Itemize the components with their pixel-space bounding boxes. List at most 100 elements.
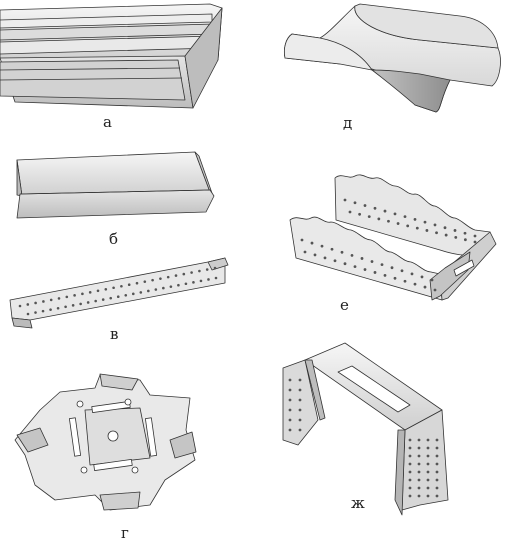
perforation-hole [423, 285, 427, 289]
perforation-hole [463, 231, 467, 235]
perforation-hole [383, 273, 387, 277]
perforation-hole [214, 276, 218, 280]
perforation-hole [71, 304, 75, 307]
profile-v [9, 257, 229, 329]
perforation-hole [298, 388, 302, 392]
perforation-hole [109, 296, 113, 300]
perforation-hole [343, 198, 347, 202]
perforation-hole [403, 215, 407, 219]
perforation-hole [323, 256, 327, 260]
perforation-hole [101, 298, 105, 301]
perforation-hole [300, 238, 304, 242]
perforation-hole [408, 478, 412, 482]
label-g: г [121, 524, 129, 542]
perforation-hole [298, 398, 302, 402]
perforation-hole [124, 293, 128, 297]
perforation-hole [473, 234, 477, 238]
perforation-hole [377, 217, 381, 221]
perforation-hole [408, 446, 412, 450]
perforation-hole [73, 294, 76, 297]
perforation-hole [433, 288, 437, 292]
perforation-hole [387, 219, 390, 223]
perforation-hole [88, 291, 92, 294]
perforation-hole [42, 300, 45, 303]
perforation-hole [348, 210, 352, 214]
perforation-hole [408, 462, 412, 466]
perforation-hole [444, 233, 448, 237]
perforation-hole [413, 217, 417, 221]
perforation-hole [34, 301, 37, 305]
perforation-hole [41, 309, 45, 313]
perforation-hole [443, 226, 447, 230]
perforation-hole [353, 201, 357, 205]
perforation-hole [423, 220, 427, 224]
perforation-hole [159, 277, 162, 280]
perforation-hole [190, 271, 193, 274]
perforation-hole [86, 301, 90, 304]
perforation-hole [298, 428, 302, 432]
perforation-hole [417, 446, 421, 450]
profile-e [289, 174, 497, 301]
perforation-hole [147, 289, 150, 293]
perforation-hole [415, 226, 419, 230]
perforation-hole [463, 238, 467, 242]
perforation-hole [363, 268, 367, 271]
perforation-hole [435, 470, 439, 474]
perforation-hole [435, 231, 438, 235]
perforation-hole [420, 275, 424, 279]
label-e: е [340, 296, 349, 314]
perforation-hole [143, 280, 147, 283]
label-b: б [109, 230, 119, 248]
profile-g [14, 373, 197, 511]
perforation-hole [373, 206, 377, 210]
perforation-hole [64, 305, 67, 309]
perforation-hole [288, 378, 292, 382]
perforation-hole [49, 298, 53, 302]
perforation-hole [417, 494, 421, 498]
perforation-hole [353, 265, 357, 269]
perforation-hole [393, 212, 397, 216]
perforation-hole [81, 292, 84, 296]
perforation-hole [116, 295, 120, 299]
perforation-hole [370, 260, 374, 263]
perforation-hole [112, 286, 115, 290]
perforation-hole [120, 284, 123, 288]
perforation-hole [435, 486, 439, 490]
perforation-hole [162, 286, 165, 290]
perforation-hole [453, 229, 457, 232]
perforation-hole [358, 212, 362, 216]
label-zh: ж [351, 494, 365, 512]
perforation-hole [408, 454, 412, 458]
perforation-hole [410, 272, 414, 276]
perforation-hole [154, 288, 158, 291]
perforation-hole [298, 408, 302, 412]
perforation-hole [184, 282, 188, 286]
perforation-hole [426, 438, 430, 442]
profile-b [16, 151, 215, 219]
perforation-hole [330, 247, 334, 251]
perforation-hole [435, 454, 439, 458]
perforation-hole [350, 253, 354, 257]
perforation-hole [26, 303, 30, 306]
perforation-hole [426, 478, 430, 482]
perforation-hole [435, 462, 439, 466]
profile-zh [282, 342, 449, 516]
perforation-hole [408, 438, 412, 442]
perforation-hole [213, 266, 217, 270]
perforation-hole [454, 235, 458, 239]
perforation-hole [198, 269, 201, 273]
perforation-hole [393, 276, 397, 280]
perforation-hole [182, 272, 186, 276]
perforation-hole [207, 278, 210, 281]
perforation-hole [135, 281, 139, 285]
perforation-hole [426, 486, 430, 490]
perforation-hole [435, 478, 439, 482]
perforation-hole [288, 398, 292, 402]
label-a: а [103, 113, 112, 131]
perforation-hole [408, 486, 412, 490]
perforation-hole [303, 250, 307, 254]
perforation-hole [26, 312, 30, 316]
perforation-hole [288, 408, 292, 412]
perforation-hole [288, 428, 292, 432]
perforation-hole [426, 494, 430, 498]
